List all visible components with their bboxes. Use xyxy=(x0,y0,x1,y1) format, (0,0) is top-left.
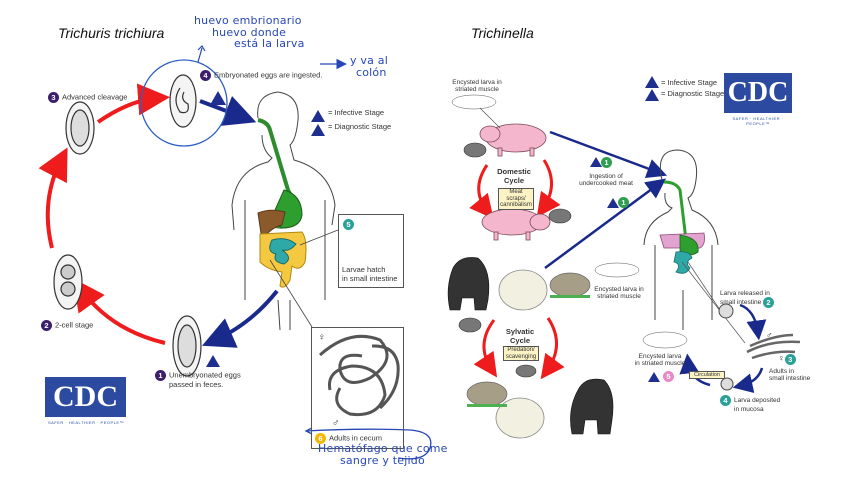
male-symbol: ♂ xyxy=(332,418,340,429)
stage-6-badge: 6 xyxy=(315,433,326,444)
arrow-host-to-1 xyxy=(201,289,279,348)
domestic-arc-left xyxy=(469,164,494,219)
arrow-3-to-4 xyxy=(96,83,170,124)
intestine-right xyxy=(673,251,693,274)
circulation-tag: Circulation xyxy=(689,371,725,380)
sylvatic-cycle-tag: Predation/scavenging xyxy=(503,346,539,362)
arrow-4-to-host xyxy=(199,95,257,126)
adult-worms-left xyxy=(318,334,400,417)
pig-top xyxy=(479,123,547,157)
stage-1-badge-a: 1 xyxy=(601,157,612,168)
right-diagram-title: Trichinella xyxy=(471,25,534,41)
arrow-2-to-3 xyxy=(739,303,767,341)
arrow-sylvatic-to-host xyxy=(544,178,667,270)
sylvatic-arc-left xyxy=(473,319,498,378)
human-body-right xyxy=(643,149,719,330)
domestic-cycle-tag: Meat scraps/cannibalism xyxy=(498,188,534,210)
stage-1-badge: 1 xyxy=(155,370,166,381)
human-body-left xyxy=(231,91,336,331)
black-bears xyxy=(447,257,614,435)
cdc-logo-left: CDC xyxy=(45,377,127,417)
stage-5-badge: 5 xyxy=(343,219,354,230)
small-intestine-left xyxy=(269,238,297,265)
stage-4-badge: 4 xyxy=(200,70,211,81)
legend-infective-left: = Infective Stage xyxy=(328,108,385,117)
egg-stage-4 xyxy=(169,74,197,128)
handwritten-circle xyxy=(140,59,228,147)
legend-diagnostic-right: = Diagnostic Stage xyxy=(661,89,725,98)
adult-worms-right xyxy=(746,333,801,360)
egg-stage-2 xyxy=(53,254,83,310)
triangle-markers-right xyxy=(590,76,660,382)
polar-bears xyxy=(495,269,548,439)
striated-muscle xyxy=(451,94,688,349)
arrow-3-to-4 xyxy=(732,367,764,394)
left-diagram-title: Trichuris trichiura xyxy=(58,25,165,41)
arrow-1-to-2 xyxy=(73,278,166,345)
stage-3-badge: 3 xyxy=(48,92,59,103)
legend-diagnostic-left: = Diagnostic Stage xyxy=(328,122,392,131)
domestic-arc-right xyxy=(536,159,561,218)
pig-bottom xyxy=(481,208,551,241)
handwritten-note-hematophage: Hematófago que come sangre y tejido xyxy=(318,442,448,467)
egg-stage-3 xyxy=(65,101,95,155)
cdc-tagline-right: SAFER · HEALTHIER · PEOPLE™ xyxy=(732,116,784,126)
handwritten-note-colon: y va al colón xyxy=(350,54,388,79)
sylvatic-arc-right xyxy=(540,317,565,380)
warthogs xyxy=(466,272,591,407)
rat-icons xyxy=(458,142,572,378)
legend-infective-right: = Infective Stage xyxy=(661,78,718,87)
handwritten-pointer xyxy=(197,45,206,63)
stage-2-badge: 2 xyxy=(41,320,52,331)
egg-stage-1 xyxy=(172,315,202,377)
arrow-2-to-3 xyxy=(38,147,68,249)
cdc-logo-right: CDC xyxy=(724,73,792,113)
cdc-tagline-left: SAFER · HEALTHIER · PEOPLE™ xyxy=(47,420,125,425)
female-symbol: ♀ xyxy=(318,332,326,343)
handwritten-arrow-bottom xyxy=(397,429,432,460)
stage-1-badge-b: 1 xyxy=(618,197,629,208)
male-symbol-right: ♂ xyxy=(766,330,773,340)
handwritten-note-egg: huevo embrionario huevo donde está la la… xyxy=(194,14,305,51)
larva-deposited xyxy=(720,377,734,391)
stage-3-badge-right: ♀3 xyxy=(778,353,799,365)
triangle-markers-left xyxy=(206,91,325,367)
stage-5-badge-right: 5 xyxy=(663,371,674,382)
arrow-domestic-to-host xyxy=(549,130,668,179)
esophagus-right xyxy=(663,180,688,241)
larva-released xyxy=(718,303,734,319)
